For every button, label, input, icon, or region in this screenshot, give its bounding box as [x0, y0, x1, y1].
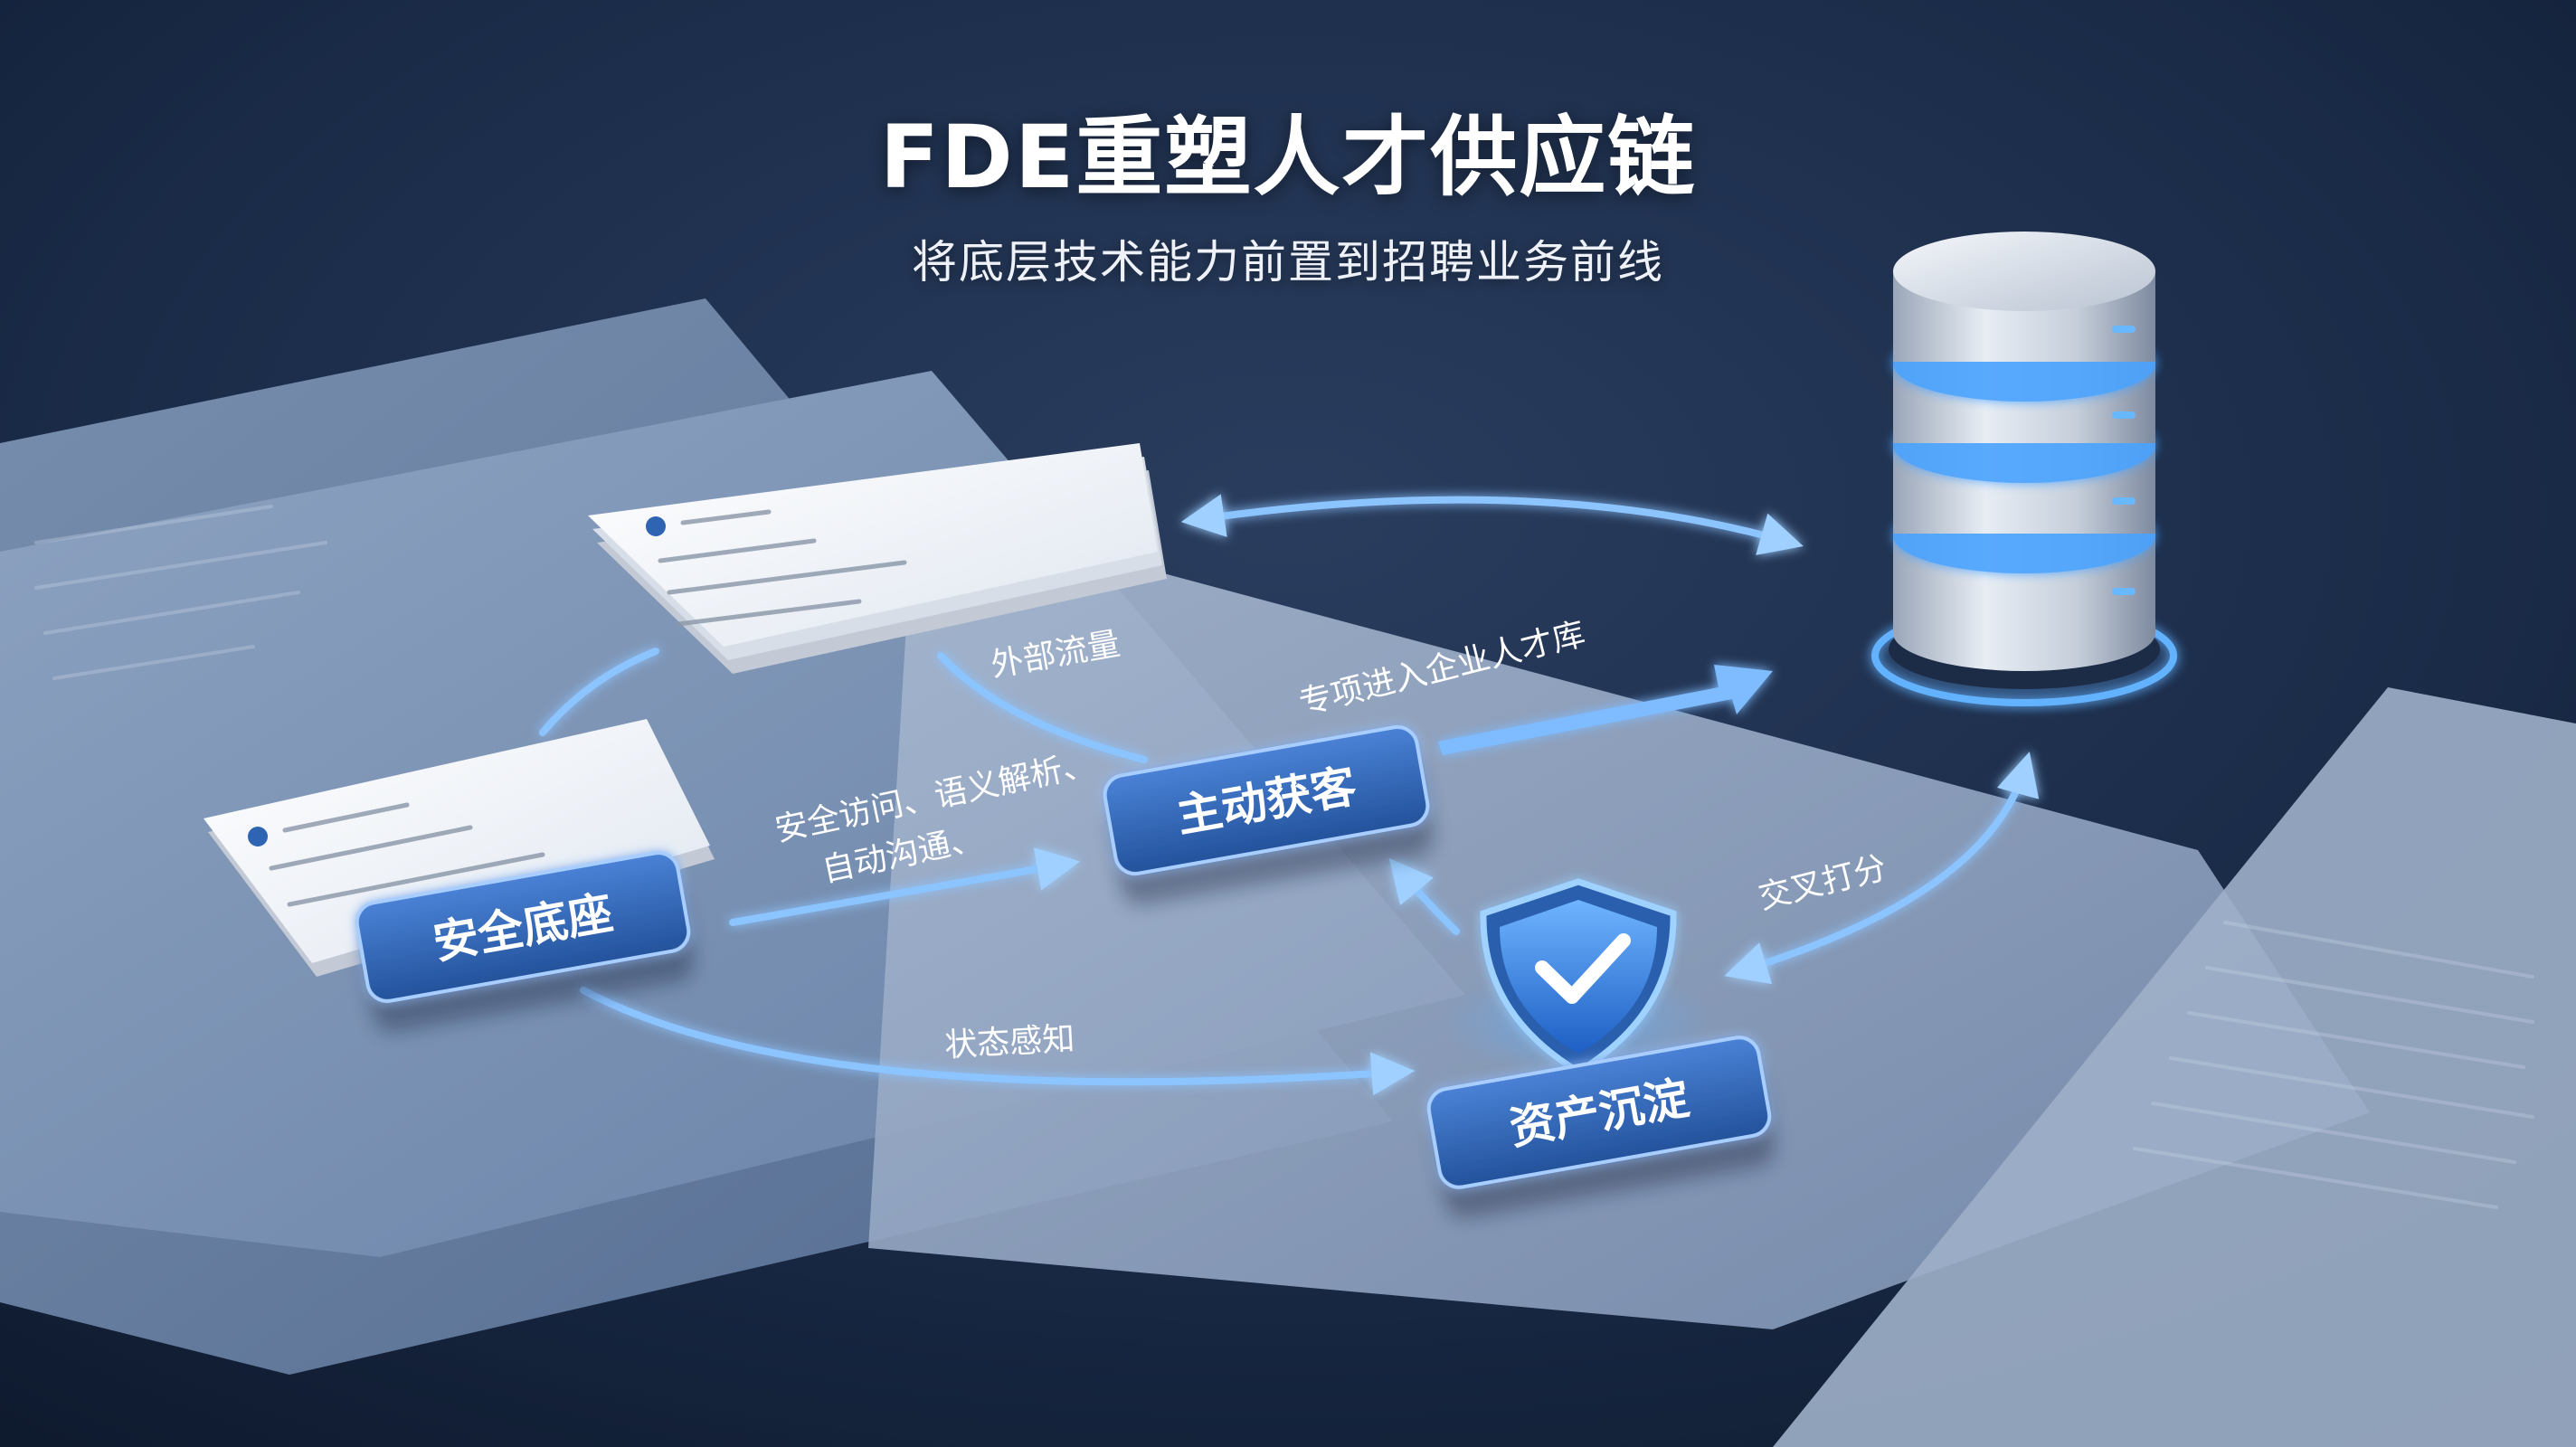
paper-sheet-right	[1773, 687, 2576, 1447]
node-asset-accumulation[interactable]: 资产沉淀	[1425, 1035, 1778, 1222]
arrow-into-talent-pool	[1438, 665, 1773, 755]
node-active-acquisition[interactable]: 主动获客	[1102, 724, 1436, 908]
arrow-status-awareness	[580, 987, 1416, 1096]
database-icon	[1857, 232, 2192, 716]
page-title: FDE重塑人才供应链	[879, 107, 1697, 208]
node-security-base[interactable]: 安全底座	[354, 850, 697, 1036]
arrows	[539, 494, 2040, 1096]
page-subtitle: 将底层技术能力前置到招聘业务前线	[912, 236, 1664, 288]
shield-check-icon	[1443, 878, 1714, 1076]
arrow-external-traffic	[937, 652, 1148, 763]
arrow-card-loop	[539, 648, 659, 736]
arrow-asset-to-acquisition	[1388, 857, 1460, 935]
business-card-icon	[204, 443, 1167, 977]
arrow-base-to-acquisition	[729, 847, 1081, 926]
label-status-awareness: 状态感知	[943, 1021, 1075, 1064]
arrow-card-to-database	[1180, 494, 1804, 555]
arrow-cross-scoring	[1724, 752, 2040, 985]
